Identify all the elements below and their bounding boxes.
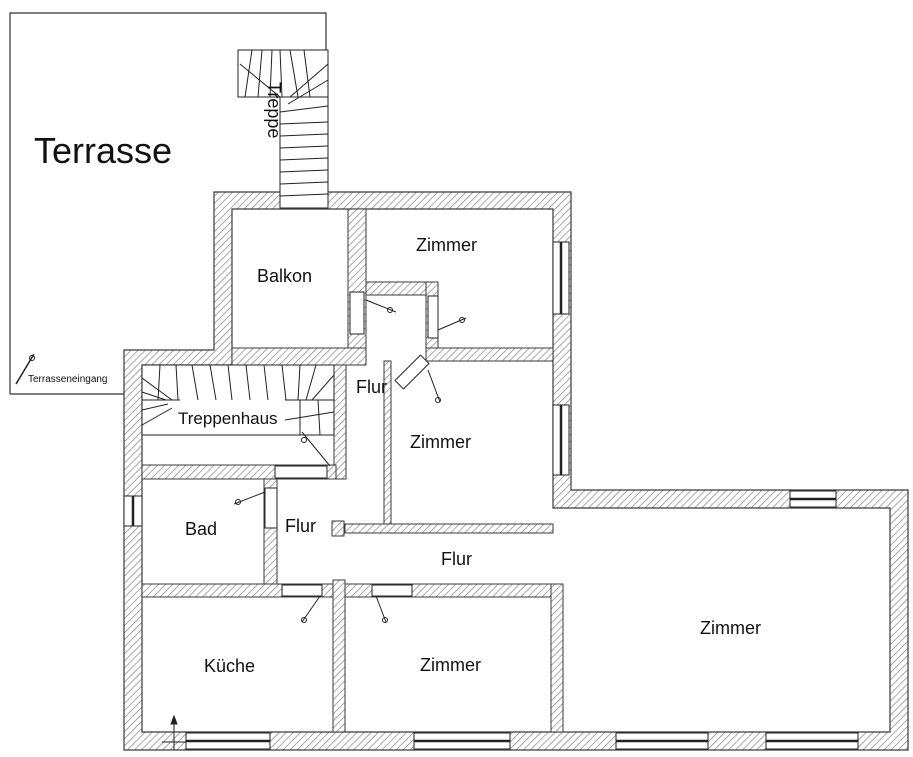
door-balkon	[349, 291, 397, 335]
room-label-zimmer-top: Zimmer	[416, 235, 477, 255]
room-label-zimmer-bottom: Zimmer	[420, 655, 481, 675]
window-bad	[123, 495, 143, 527]
door-bad	[233, 487, 278, 529]
door-kueche	[281, 584, 323, 623]
window-zimmer-top	[552, 241, 570, 315]
room-label-treppenhaus: Treppenhaus	[178, 409, 278, 428]
room-label-zimmer-mid: Zimmer	[410, 432, 471, 452]
window-zimmer-right-2	[765, 732, 859, 750]
door-zimmer-top	[427, 295, 467, 339]
terrace-entrance-label: Terrasseneingang	[28, 374, 108, 385]
door-terrace	[15, 353, 35, 385]
room-label-kueche: Küche	[204, 656, 255, 676]
door-zimmer-mid	[394, 354, 441, 403]
interior-walls	[141, 208, 564, 733]
room-label-balkon: Balkon	[257, 266, 312, 286]
window-zimmer-right-1	[615, 732, 709, 750]
room-label-treppe: Treppe	[264, 82, 284, 138]
window-zimmer-right-top	[789, 490, 837, 508]
room-label-bad: Bad	[185, 519, 217, 539]
room-label-flur-left: Flur	[285, 516, 316, 536]
window-zimmer-mid	[552, 404, 570, 476]
outdoor-staircase	[237, 49, 329, 209]
door-zimmer-bottom	[371, 584, 413, 623]
doors	[15, 291, 467, 623]
room-label-flur-center: Flur	[441, 549, 472, 569]
room-label-zimmer-right: Zimmer	[700, 618, 761, 638]
room-label-terrasse: Terrasse	[34, 130, 172, 171]
compass-marker-icon	[162, 714, 186, 750]
door-treppenhaus	[274, 431, 331, 479]
windows	[123, 241, 859, 750]
interior-staircase	[141, 364, 335, 436]
window-zimmer-bottom	[413, 732, 511, 750]
window-kueche	[185, 732, 271, 750]
room-label-flur-upper: Flur	[356, 377, 387, 397]
